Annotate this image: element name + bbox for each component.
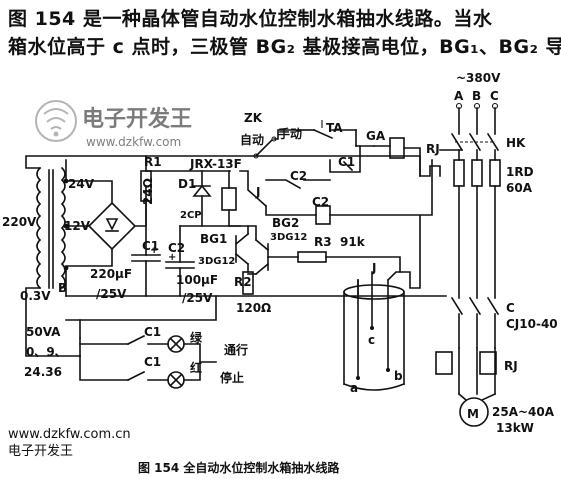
label-motor-current: 25A~40A: [492, 405, 555, 419]
label-red: 红: [190, 360, 202, 375]
label-rj: RJ: [426, 142, 440, 156]
label-50va: 50VA: [26, 325, 61, 339]
watermark-logo: 电子开发王 www.dzkfw.com: [35, 100, 192, 149]
watermark-url: www.dzkfw.com: [86, 135, 181, 149]
label-relay-type: JRX-13F: [189, 157, 242, 171]
three-phase-lines: [435, 102, 501, 395]
label-c1-value-2: /25V: [96, 287, 127, 301]
label-motor-power: 13kW: [496, 421, 534, 435]
label-r3-value: 91k: [340, 235, 366, 249]
label-bg2-type: 3DG12: [270, 232, 307, 243]
body-text-line-1: 图 154 是一种晶体管自动水位控制水箱抽水线路。当水: [8, 8, 493, 30]
label-bg1: BG1: [200, 232, 227, 246]
label-ta: TA: [326, 121, 343, 135]
figure-caption: 图 154 全自动水位控制水箱抽水线路: [138, 460, 340, 475]
label-220v: 220V: [2, 215, 37, 229]
transistor-bg1: [234, 225, 250, 273]
relay-coil-j: [221, 170, 237, 227]
label-taps-2: 24.36: [24, 365, 62, 379]
label-bg1-type: 3DG12: [198, 256, 235, 267]
tank-probe: [342, 271, 406, 391]
footer-site-name: 电子开发王: [8, 443, 73, 459]
label-taps: 0、9、: [26, 345, 67, 359]
label-auto: 自动: [240, 132, 264, 147]
label-rj-thermal: RJ: [504, 359, 518, 373]
stop-button-ta: [299, 120, 357, 140]
label-probe-c: c: [368, 333, 375, 347]
label-380v: ~380V: [456, 71, 501, 85]
label-run: 通行: [224, 342, 248, 357]
motor: M: [457, 392, 497, 427]
diode-d1: [192, 170, 212, 227]
label-c2: C2: [168, 241, 185, 255]
label-r3: R3: [314, 235, 332, 249]
label-b: B: [58, 281, 67, 295]
label-bg2: BG2: [272, 216, 299, 230]
label-cj10-40: CJ10-40: [506, 317, 558, 331]
label-green: 绿: [190, 330, 203, 345]
label-c1-lamp-contact: C1: [144, 325, 161, 339]
label-d1: D1: [178, 177, 196, 191]
label-c1-lamp-contact-2: C1: [144, 355, 161, 369]
label-ga: GA: [366, 129, 386, 143]
label-zk: ZK: [244, 111, 263, 125]
svg-text:M: M: [467, 407, 479, 421]
svg-text:+: +: [168, 252, 176, 263]
resistor-r2: [242, 271, 254, 295]
label-j-contact: J: [371, 261, 376, 275]
label-manual: 手动: [278, 126, 302, 141]
transistor-bg2: [229, 225, 299, 276]
label-probe-a: a: [350, 381, 358, 395]
label-c2-coil: C2: [312, 195, 329, 209]
body-text-line-2: 箱水位高于 c 点时，三极管 BG₂ 基极接高电位，BG₁、BG₂ 导: [8, 36, 561, 58]
label-2cp: 2CP: [180, 210, 202, 221]
label-r2-value: 120Ω: [236, 301, 271, 315]
transformer: [36, 166, 69, 290]
svg-text:+: +: [150, 245, 158, 256]
label-r1-value: 24Ω: [141, 178, 155, 205]
label-24v: 24V: [68, 177, 95, 191]
footer-url: www.dzkfw.com.cn: [8, 427, 131, 442]
mode-switch-zk: [253, 129, 301, 159]
label-0.3v: 0.3V: [20, 289, 51, 303]
contactor-coil-c: [389, 137, 405, 159]
label-phase-a: A: [454, 89, 464, 103]
start-button-ga: [355, 129, 375, 147]
label-j: J: [255, 185, 260, 199]
capacitor-c1: +: [131, 200, 161, 297]
watermark-text: 电子开发王: [82, 106, 192, 132]
label-c2-switch: C2: [290, 169, 307, 183]
label-hk: HK: [506, 136, 526, 150]
label-60a: 60A: [506, 181, 533, 195]
label-c2-value: 100μF: [176, 273, 218, 287]
label-phase-c: C: [490, 89, 499, 103]
label-1rd: 1RD: [506, 165, 534, 179]
resistor-r3: [297, 251, 327, 263]
label-stop: 停止: [220, 370, 244, 385]
label-c1-value: 220μF: [90, 267, 132, 281]
label-c1-switch: C1: [338, 155, 355, 169]
label-phase-b: B: [472, 89, 481, 103]
capacitor-c2: +: [165, 225, 195, 297]
label-r1: R1: [144, 155, 162, 169]
label-cj: C: [506, 301, 515, 315]
label-c2-value-2: /25V: [182, 291, 213, 305]
indicator-lamps: [65, 295, 217, 389]
label-probe-b: b: [394, 369, 403, 383]
